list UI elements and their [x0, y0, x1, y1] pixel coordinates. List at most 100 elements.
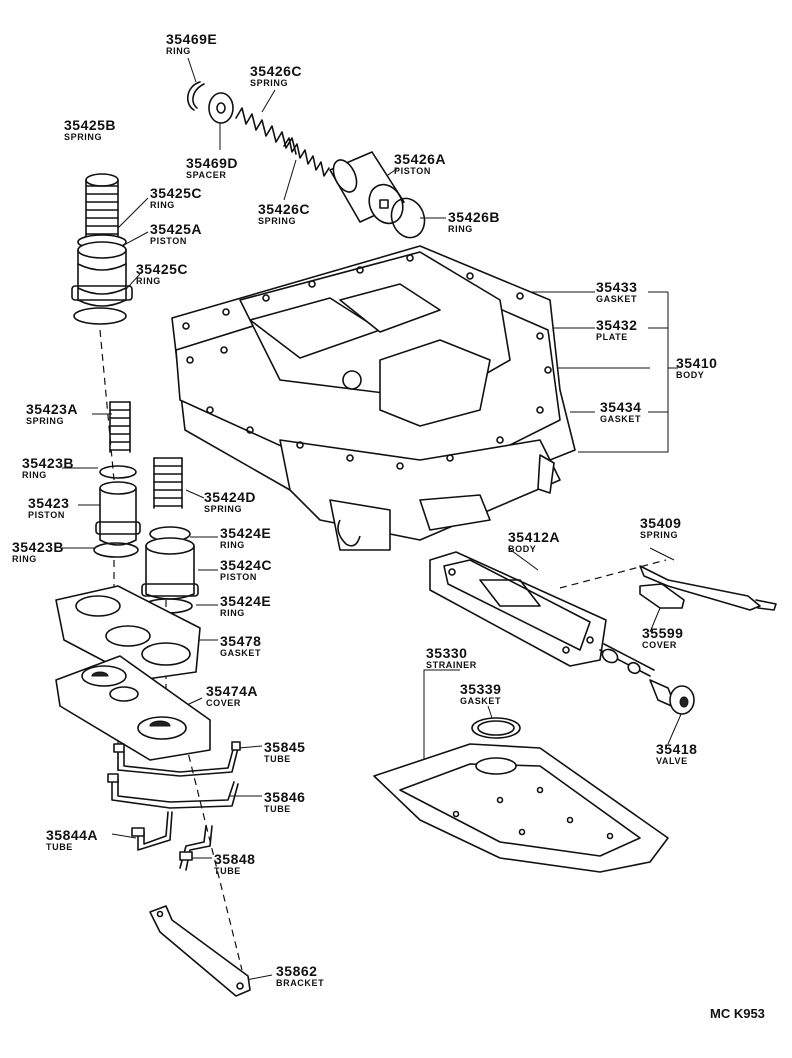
part-name: PISTON [28, 510, 65, 520]
part-name: TUBE [264, 754, 291, 764]
part-name: RING [150, 200, 175, 210]
part-number: 35424D [204, 489, 257, 505]
part-name: PISTON [220, 572, 257, 582]
part-number: 35845 [264, 739, 306, 755]
part-number: 35339 [460, 681, 502, 697]
part-name: BODY [508, 544, 537, 554]
spring-35425b-part [85, 173, 119, 237]
part-name: GASKET [460, 696, 502, 706]
part-name: SPRING [64, 132, 103, 142]
part-number: 35418 [656, 741, 698, 757]
part-number: 35599 [642, 625, 684, 641]
part-name: TUBE [264, 804, 291, 814]
part-number: 35434 [600, 399, 642, 415]
tube-35845-part [113, 741, 241, 777]
part-number: 35862 [276, 963, 318, 979]
spring-35409-part [639, 565, 777, 611]
part-number: 35410 [676, 355, 718, 371]
diagram-code: MC K953 [710, 1006, 765, 1021]
ring-35469e-part [187, 81, 205, 111]
spring-35424d-part [153, 457, 183, 509]
part-number: 35330 [426, 645, 468, 661]
part-number: 35426C [258, 201, 311, 217]
bracket-35862-part [149, 905, 251, 997]
ring-35426b-part [390, 197, 426, 239]
part-number: 35426A [394, 151, 447, 167]
part-number: 35409 [640, 515, 682, 531]
part-number: 35846 [264, 789, 306, 805]
part-name: BRACKET [276, 978, 325, 988]
spring-35423a-part [109, 401, 131, 453]
part-name: GASKET [600, 414, 642, 424]
part-number: 35432 [596, 317, 638, 333]
piston-35424c-part [141, 537, 199, 600]
part-number: 35469E [166, 31, 218, 47]
part-number: 35424E [220, 525, 272, 541]
piston-35425a-part [71, 241, 133, 307]
part-number: 35424C [220, 557, 273, 573]
piston-35426a-part [329, 151, 405, 225]
part-name: RING [12, 554, 37, 564]
part-number: 35412A [508, 529, 561, 545]
part-number: 35844A [46, 827, 99, 843]
part-number: 35424E [220, 593, 272, 609]
part-number: 35425A [150, 221, 203, 237]
ring-35423b-upper-part [99, 465, 137, 479]
part-name: SPRING [250, 78, 289, 88]
part-name: RING [220, 608, 245, 618]
part-name: RING [220, 540, 245, 550]
part-name: SPRING [258, 216, 297, 226]
part-name: TUBE [46, 842, 73, 852]
part-number: 35425B [64, 117, 117, 133]
part-name: STRAINER [426, 660, 477, 670]
part-name: SPRING [204, 504, 243, 514]
tube-35846-part [107, 773, 239, 809]
part-number: 35423B [22, 455, 75, 471]
part-name: PISTON [150, 236, 187, 246]
part-name: COVER [642, 640, 678, 650]
strainer-35330-part [373, 743, 669, 873]
leader-lines [60, 57, 683, 981]
gasket-35339-part [471, 717, 521, 739]
ring-35423b-lower-part [93, 542, 139, 558]
part-name: COVER [206, 698, 242, 708]
spring-35426c-lower-part [283, 137, 330, 177]
part-number: 35433 [596, 279, 638, 295]
valve-35418-part [599, 643, 695, 715]
part-number: 35478 [220, 633, 262, 649]
part-name: RING [22, 470, 47, 480]
body-35412a-part [429, 551, 607, 667]
part-number: 35423A [26, 401, 79, 417]
tube-35844a-part [131, 811, 173, 851]
part-name: SPRING [26, 416, 65, 426]
